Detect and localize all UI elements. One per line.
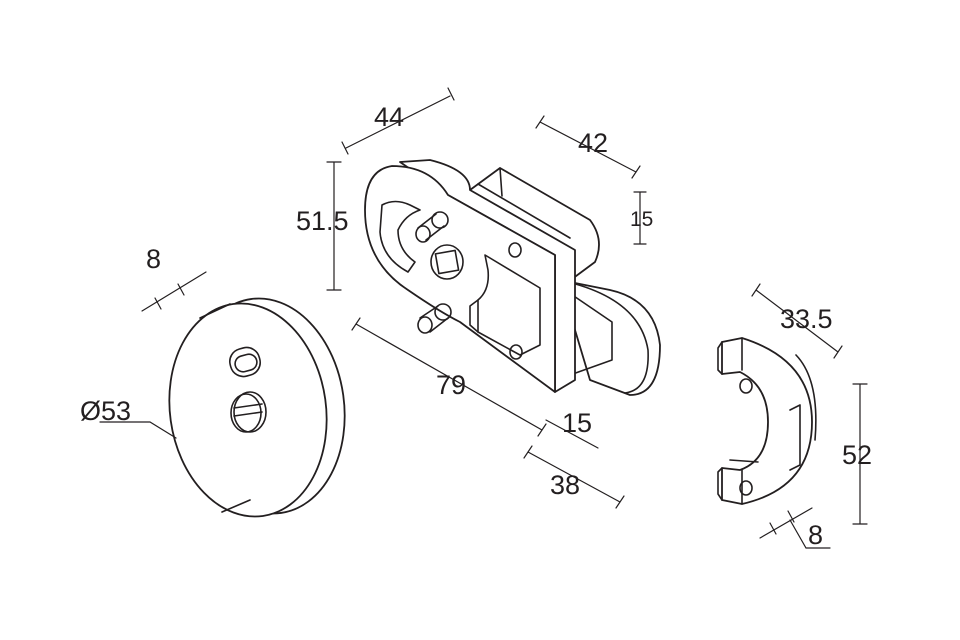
- dim-keeper-height: 52: [842, 440, 872, 470]
- dim-lock-height: 51.5: [296, 206, 349, 236]
- dimension-lines: [99, 87, 868, 549]
- fixing-post-lower: [417, 303, 452, 334]
- dim-bolt-height: 15: [630, 208, 653, 231]
- escutcheon-rose: [168, 297, 346, 518]
- dim-keeper-thickness: 8: [808, 520, 823, 550]
- dim-rose-thickness: 8: [146, 244, 161, 274]
- spindle-square: [430, 244, 464, 280]
- keeper-strike: [717, 337, 817, 505]
- dim-case-depth: 38: [550, 470, 580, 500]
- dim-keeper-depth: 33.5: [780, 304, 833, 334]
- lock-body: [364, 159, 661, 396]
- dim-lock-width: 44: [374, 102, 404, 132]
- dim-lock-length: 79: [436, 370, 466, 400]
- indicator-window: [229, 346, 261, 378]
- emergency-release-slot: [230, 391, 267, 433]
- fixing-post-upper: [415, 211, 449, 243]
- dim-bolt-length: 42: [578, 128, 608, 158]
- dim-rose-diameter: Ø53: [80, 396, 131, 426]
- dim-backset: 15: [562, 408, 592, 438]
